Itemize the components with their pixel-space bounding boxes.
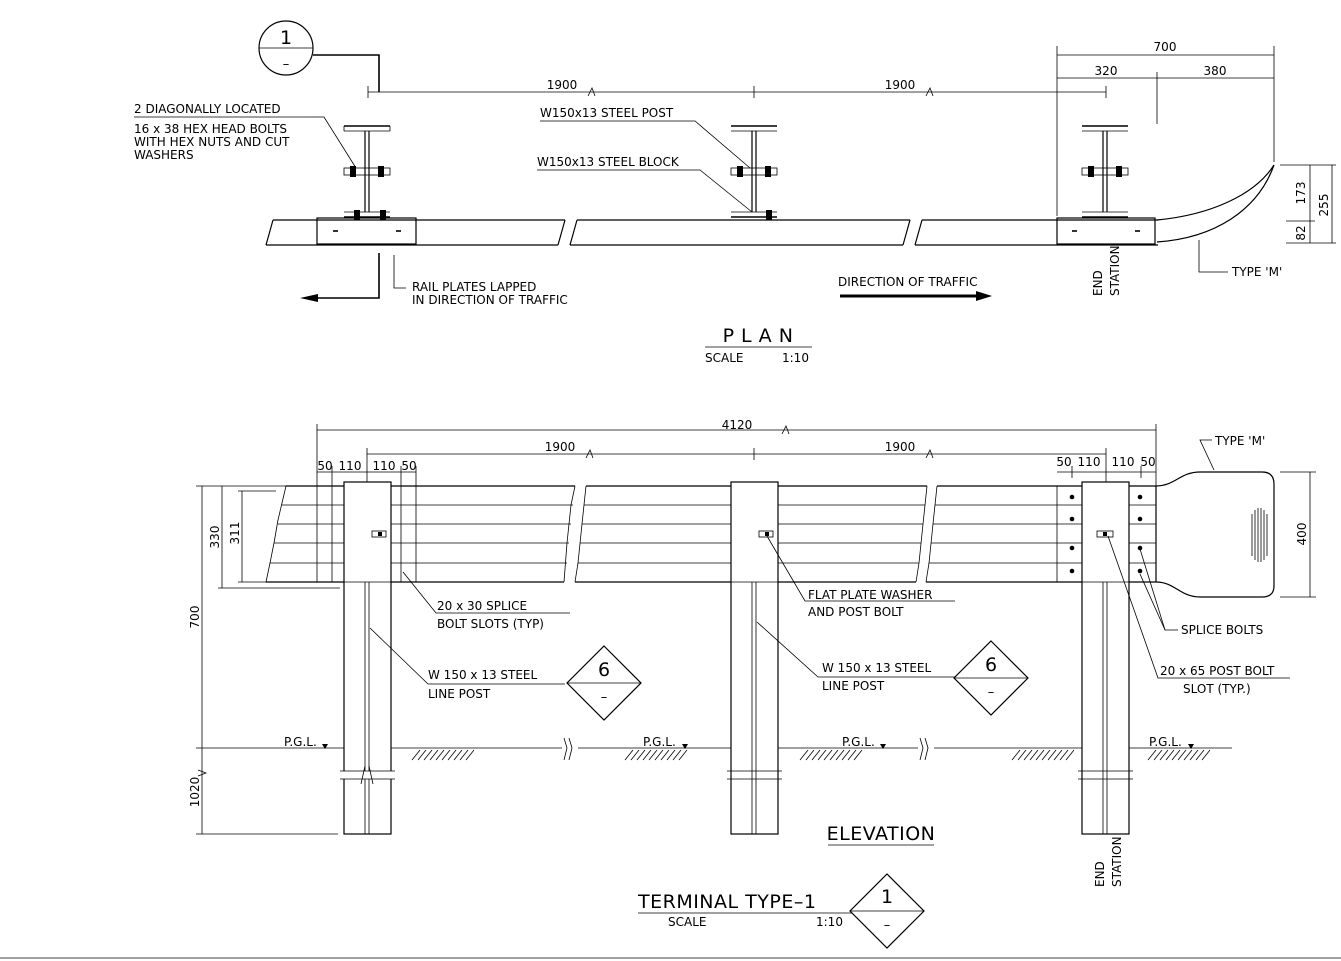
pgl-label-3: P.G.L.	[842, 735, 875, 749]
detail-ref-diamond-left: 6 –	[566, 645, 642, 721]
plan-station-label: STATION	[1108, 245, 1122, 296]
elevation-ground: P.G.L. P.G.L. P.G.L. P.G.L.	[284, 735, 1232, 761]
elev-dim-110-d: 110	[1112, 455, 1135, 469]
line-post-left-line-1: W 150 x 13 STEEL	[428, 668, 538, 682]
plan-view: 1 –	[134, 20, 1336, 365]
plan-post-left	[343, 125, 391, 220]
plan-notes: 2 DIAGONALLY LOCATED 16 x 38 HEX HEAD BO…	[134, 102, 1122, 307]
elevation-notes: 20 x 30 SPLICE BOLT SLOTS (TYP) W 150 x …	[369, 535, 1290, 887]
bolts-note-line-1: 2 DIAGONALLY LOCATED	[134, 102, 281, 116]
plan-scale-value: 1:10	[782, 351, 809, 365]
elevation-title: ELEVATION	[827, 823, 936, 845]
rail-note-line-2: IN DIRECTION OF TRAFFIC	[412, 293, 568, 307]
elev-dim-1900-left: 1900	[545, 440, 576, 454]
plan-dim-1900-right: 1900	[885, 78, 916, 92]
elev-dim-50-b: 50	[401, 459, 416, 473]
plan-title-block: P L A N SCALE 1:10	[705, 325, 812, 365]
bolts-note-line-2: 16 x 38 HEX HEAD BOLTS	[134, 122, 287, 136]
line-post-mid-line-1: W 150 x 13 STEEL	[822, 661, 932, 675]
plan-title: P L A N	[723, 325, 794, 347]
elevation-view: 4120 1900 1900 50 110 110 50 50 110 110 …	[188, 418, 1316, 887]
splice-slots-line-2: BOLT SLOTS (TYP)	[437, 617, 544, 631]
plan-dim-82: 82	[1294, 225, 1308, 240]
line-post-mid-line-2: LINE POST	[822, 679, 885, 693]
plan-post-end	[1081, 125, 1129, 218]
elev-dim-4120: 4120	[722, 418, 753, 432]
post-bolt-slot-line-2: SLOT (TYP.)	[1183, 682, 1251, 696]
elev-dim-1900-right: 1900	[885, 440, 916, 454]
plan-rail-beam	[265, 217, 1158, 246]
elev-dim-311: 311	[228, 522, 242, 545]
elev-dim-110-c: 110	[1078, 455, 1101, 469]
elevation-rail	[265, 485, 1157, 583]
bolts-note-line-4: WASHERS	[134, 148, 194, 162]
detail-ref-left-sheet: –	[601, 690, 608, 705]
plan-dim-173: 173	[1294, 182, 1308, 205]
plan-post-mid	[730, 125, 778, 220]
plan-type-m-flare: TYPE 'M'	[1156, 164, 1282, 279]
detail-ref-mid-number: 6	[985, 654, 997, 676]
detail-ref-left-number: 6	[598, 659, 610, 681]
pgl-label-2: P.G.L.	[643, 735, 676, 749]
plan-block-label: W150x13 STEEL BLOCK	[537, 155, 680, 169]
plan-dim-1900-left: 1900	[547, 78, 578, 92]
plan-dim-700: 700	[1154, 40, 1177, 54]
elev-type-m-label: TYPE 'M'	[1214, 434, 1265, 448]
line-post-left-line-2: LINE POST	[428, 687, 491, 701]
elev-dim-330: 330	[208, 526, 222, 549]
elevation-post-mid	[727, 481, 782, 835]
terminal-scale-value: 1:10	[816, 915, 843, 929]
elev-dim-400: 400	[1295, 523, 1309, 546]
elevation-post-end	[1069, 481, 1143, 835]
plan-end-label: END	[1091, 270, 1105, 296]
detail-ref-diamond-mid: 6 –	[953, 640, 1029, 716]
elev-dim-50-a: 50	[317, 459, 332, 473]
elev-dim-1020: 1020	[188, 777, 202, 808]
terminal-ref-number: 1	[881, 886, 893, 908]
terminal-title: TERMINAL TYPE–1	[637, 891, 816, 913]
plan-dimensions: 1900 1900 700 320 380 173 255 82	[367, 40, 1336, 244]
rail-note-line-1: RAIL PLATES LAPPED	[412, 280, 536, 294]
terminal-title-block: TERMINAL TYPE–1 SCALE 1:10 1 –	[637, 873, 925, 949]
plan-dim-255: 255	[1317, 194, 1331, 217]
elev-end-label: END	[1093, 861, 1107, 887]
post-bolt-slot-line-1: 20 x 65 POST BOLT	[1160, 664, 1275, 678]
plan-type-m-label: TYPE 'M'	[1231, 265, 1282, 279]
elev-dim-110-a: 110	[339, 459, 362, 473]
terminal-ref-sheet: –	[884, 918, 891, 933]
elev-dim-50-d: 50	[1140, 455, 1155, 469]
elev-dim-700: 700	[188, 606, 202, 629]
elev-station-label: STATION	[1110, 836, 1124, 887]
elev-dim-50-c: 50	[1056, 455, 1071, 469]
detail-ref-mid-sheet: –	[988, 685, 995, 700]
pgl-label-1: P.G.L.	[284, 735, 317, 749]
splice-bolts-label: SPLICE BOLTS	[1181, 623, 1263, 637]
plan-post-label: W150x13 STEEL POST	[540, 106, 674, 120]
section-cut-symbol: 1 –	[258, 20, 380, 302]
section-sheet: –	[283, 57, 290, 72]
splice-slots-line-1: 20 x 30 SPLICE	[437, 599, 527, 613]
terminal-scale-label: SCALE	[668, 915, 706, 929]
elevation-type-m-end: 400 TYPE 'M'	[1155, 434, 1316, 598]
elev-dim-110-b: 110	[373, 459, 396, 473]
pgl-label-4: P.G.L.	[1149, 735, 1182, 749]
plan-dim-380: 380	[1204, 64, 1227, 78]
elevation-dimensions-left: 330 311 700 1020	[188, 485, 340, 835]
plan-scale-label: SCALE	[705, 351, 743, 365]
bolts-note-line-3: WITH HEX NUTS AND CUT	[134, 135, 290, 149]
washer-note-line-1: FLAT PLATE WASHER	[808, 588, 932, 602]
traffic-direction-label: DIRECTION OF TRAFFIC	[838, 275, 977, 289]
elevation-dimensions-top: 4120 1900 1900 50 110 110 50 50 110 110 …	[316, 418, 1157, 582]
section-number: 1	[280, 27, 292, 49]
washer-note-line-2: AND POST BOLT	[808, 605, 904, 619]
plan-dim-320: 320	[1095, 64, 1118, 78]
elevation-post-left	[340, 481, 395, 835]
